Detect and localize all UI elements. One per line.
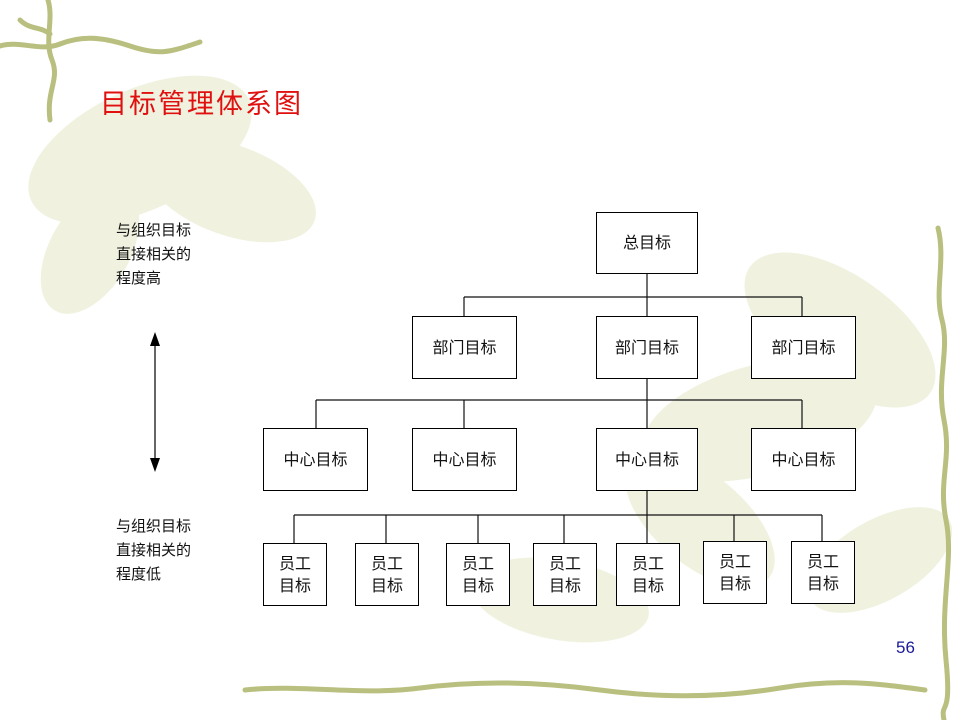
department-goal-box: 部门目标 [751, 316, 856, 379]
root-goal-box: 总目标 [596, 212, 698, 274]
employee-goal-box: 员工 目标 [355, 543, 419, 606]
label-line: 与组织目标 [116, 221, 192, 239]
node-label: 中心目标 [283, 449, 348, 469]
center-goal-box: 中心目标 [263, 428, 368, 491]
employee-goal-box: 员工 目标 [791, 541, 855, 604]
node-label: 中心目标 [614, 449, 679, 469]
node-label: 目标 [370, 575, 403, 595]
node-label: 员工 [806, 551, 839, 571]
node-label: 中心目标 [771, 449, 836, 469]
employee-goal-box: 员工 目标 [263, 543, 327, 606]
node-label: 员工 [631, 553, 664, 573]
node-label: 员工 [278, 553, 311, 573]
node-label: 员工 [461, 553, 494, 573]
node-label: 员工 [370, 553, 403, 573]
node-label: 目标 [548, 575, 581, 595]
node-label: 目标 [718, 573, 751, 593]
employee-goal-box: 员工 目标 [533, 543, 597, 606]
node-label: 部门目标 [432, 337, 497, 357]
node-label: 目标 [806, 573, 839, 593]
arrow-up-icon [150, 332, 160, 346]
employee-goal-box: 员工 目标 [616, 543, 680, 606]
center-goal-box: 中心目标 [412, 428, 517, 491]
node-label: 部门目标 [614, 337, 679, 357]
center-goal-box: 中心目标 [751, 428, 856, 491]
label-line: 直接相关的 [116, 541, 192, 559]
label-line: 与组织目标 [116, 517, 192, 535]
node-label: 目标 [631, 575, 664, 595]
employee-goal-box: 员工 目标 [446, 543, 510, 606]
department-goal-box: 部门目标 [596, 316, 698, 379]
employee-goal-box: 员工 目标 [703, 541, 767, 604]
label-line: 程度低 [116, 565, 162, 583]
node-label: 员工 [718, 551, 751, 571]
label-line: 直接相关的 [116, 245, 192, 263]
department-goal-box: 部门目标 [412, 316, 517, 379]
page-number: 56 [896, 638, 915, 657]
center-goal-box: 中心目标 [596, 428, 698, 491]
label-high-relevance: 与组织目标 直接相关的 程度高 [116, 218, 226, 290]
node-label: 目标 [461, 575, 494, 595]
label-line: 程度高 [116, 269, 162, 287]
arrow-down-icon [150, 458, 160, 472]
node-label: 总目标 [622, 233, 671, 252]
double-arrow [150, 332, 160, 472]
slide-title: 目标管理体系图 [100, 89, 303, 120]
node-label: 部门目标 [771, 337, 836, 357]
node-label: 中心目标 [432, 449, 497, 469]
label-low-relevance: 与组织目标 直接相关的 程度低 [116, 514, 226, 586]
node-label: 目标 [278, 575, 311, 595]
node-label: 员工 [548, 553, 581, 573]
